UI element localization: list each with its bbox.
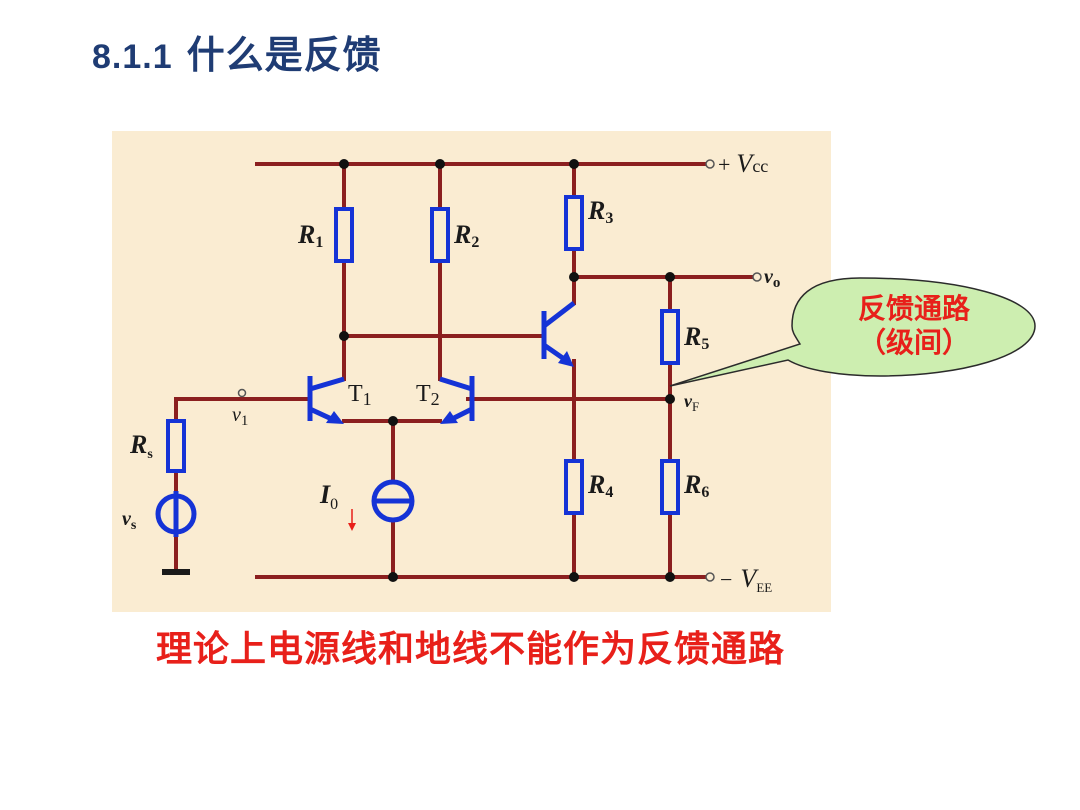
- vee-label: −VEE: [720, 564, 772, 595]
- i0-label: I0: [319, 480, 338, 513]
- r2-label: R2: [453, 220, 479, 251]
- resistor-r4: [564, 459, 584, 515]
- transistor-t2: [439, 376, 475, 424]
- current-source-i0: [371, 479, 415, 523]
- resistor-r6: [660, 459, 680, 515]
- section-title: 什么是反馈: [186, 33, 382, 77]
- t2-label: T2: [416, 381, 440, 409]
- section-number: 8.1.1: [92, 38, 173, 76]
- terminals: [237, 159, 762, 582]
- vf-label: vF: [684, 391, 699, 414]
- voltage-source-vs: [155, 491, 197, 537]
- circuit-background: [112, 131, 831, 612]
- transistor-t3: [541, 301, 576, 367]
- rs-label: Rs: [129, 430, 153, 462]
- r3-label: R3: [587, 196, 613, 227]
- circuit-diagram: +Vcc −VEE vo vF v1 vs I0 T1 T2 R1 R2 R3 …: [112, 131, 831, 612]
- resistor-rs: [166, 419, 186, 473]
- transistor-t1: [307, 376, 345, 424]
- callout-line2: （级间）: [858, 326, 970, 359]
- junction-dots: [339, 159, 675, 582]
- resistor-r3: [564, 195, 584, 251]
- r4-label: R4: [587, 470, 613, 501]
- callout-bubble: 反馈通路 （级间）: [669, 277, 1036, 387]
- resistor-r1: [334, 207, 354, 263]
- t1-label: T1: [348, 381, 372, 409]
- vcc-label: +Vcc: [718, 149, 768, 178]
- resistor-r2: [430, 207, 450, 263]
- page-title: 8.1.1 什么是反馈: [92, 24, 382, 79]
- vs-label: vs: [122, 508, 137, 533]
- wires: [174, 162, 754, 579]
- resistors: [166, 195, 680, 515]
- callout-shape: [669, 277, 1036, 387]
- resistor-r5: [660, 309, 680, 365]
- caption-text: 理论上电源线和地线不能作为反馈通路: [156, 629, 786, 670]
- callout-line1: 反馈通路: [858, 292, 971, 325]
- r6-label: R6: [683, 470, 709, 501]
- v1-label: v1: [232, 404, 248, 429]
- r5-label: R5: [683, 322, 709, 353]
- r1-label: R1: [297, 220, 323, 251]
- vo-label: vo: [764, 266, 780, 291]
- current-arrow-icon: [348, 509, 356, 531]
